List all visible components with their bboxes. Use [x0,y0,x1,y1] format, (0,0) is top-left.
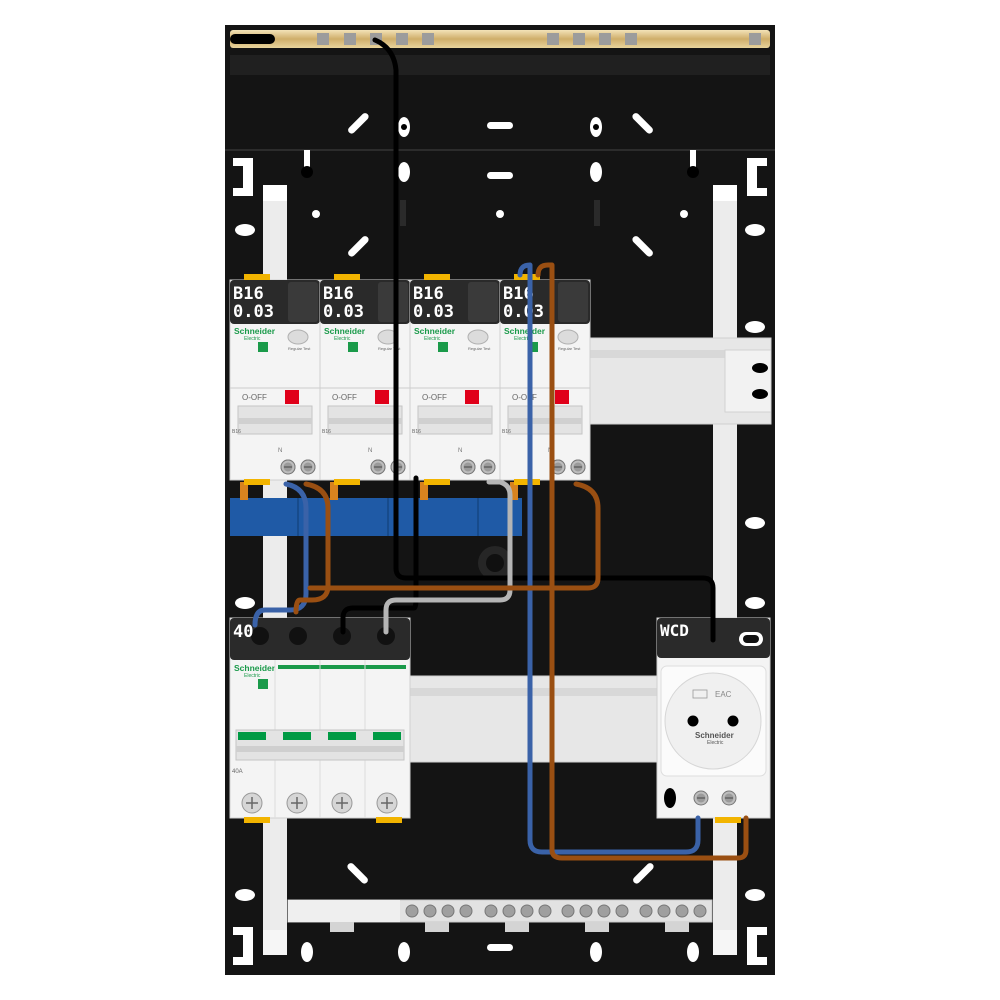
svg-text:N: N [278,448,282,454]
breaker-brand-sub-label: Electric [424,336,441,342]
breaker[interactable]: B16 0.03 Schneider Electric Regular Test… [229,274,321,485]
wire-brown [535,262,749,861]
wire-blue [517,262,701,855]
breaker-test-label: Regular Test [558,346,581,351]
socket-terminal-screw-icon [693,790,709,806]
main-switch-terminal-screws [241,792,398,814]
enclosure-pins [301,124,699,226]
socket-label: WCD [660,621,689,640]
breaker-logo-icon [348,342,358,352]
main-switch-brand-label: Schneider [234,663,276,673]
breaker-off-label: O-OFF [422,393,447,402]
breaker-sensitivity-label: 0.03 [413,302,454,322]
svg-text:N: N [458,448,462,454]
breaker-test-button[interactable] [287,329,309,345]
main-switch-rating-label: 40 [233,622,253,642]
enclosure-slots [233,113,767,965]
breaker-test-button[interactable] [557,329,579,345]
socket-brand-sub-label: Electric [707,740,724,746]
breaker-bottom-label: B16 [412,429,421,435]
breaker-test-label: Regular Test [288,346,311,351]
breaker-off-label: O-OFF [242,393,267,402]
breaker-bottom-label: B16 [502,429,511,435]
breaker-rating-label: B16 [323,284,354,304]
breaker-status-indicator [285,390,299,404]
cable-grommet [478,546,512,580]
breaker-brand-label: Schneider [414,326,456,336]
breaker-brand-sub-label: Electric [514,336,531,342]
main-switch-brand-sub-label: Electric [244,673,261,679]
breaker-bottom-label: B16 [232,429,241,435]
main-switch-toggles[interactable] [235,729,405,761]
socket-pin-hole-icon [687,715,699,727]
breaker-test-label: Regular Test [468,346,491,351]
wire-brown [307,481,601,591]
bottom-terminal-strip [287,899,713,932]
main-switch-bottom-label: 40A [232,769,243,775]
breaker-sensitivity-label: 0.03 [503,302,544,322]
busbar-comb [230,482,522,536]
breaker-off-label: O-OFF [332,393,357,402]
breaker-brand-sub-label: Electric [244,336,261,342]
socket-pin-hole-icon [727,715,739,727]
breaker[interactable]: B16 0.03 Schneider Electric Regular Test… [409,274,501,485]
breaker-logo-icon [528,342,538,352]
socket-outlet[interactable] [664,672,762,770]
main-switch-logo-icon [258,679,268,689]
breaker-off-label: O-OFF [512,393,537,402]
top-terminal-bar [230,30,770,48]
breaker-rating-label: B16 [233,284,264,304]
wiring [252,37,749,861]
wire-black [372,37,716,643]
breaker-bottom-label: B16 [322,429,331,435]
breaker-status-indicator [555,390,569,404]
breaker-sensitivity-label: 0.03 [323,302,364,322]
breaker-logo-icon [258,342,268,352]
socket-terminal-screw-icon [721,790,737,806]
breaker-status-indicator [375,390,389,404]
breaker-brand-label: Schneider [234,326,276,336]
wire-brown [293,481,331,615]
breaker-brand-sub-label: Electric [334,336,351,342]
socket-clip-icon [664,788,676,808]
wire-grey [383,479,513,635]
breaker-brand-label: Schneider [504,326,546,336]
breaker-test-label: Regular Test [378,346,401,351]
socket-module[interactable]: WCD EAC Schneider Electric [656,617,771,823]
breaker-rating-label: B16 [503,284,534,304]
svg-text:N: N [368,448,372,454]
breaker-logo-icon [438,342,448,352]
breaker-rating-label: B16 [413,284,444,304]
breaker-brand-label: Schneider [324,326,366,336]
bottom-strip-screws [405,904,707,918]
socket-cert-mark: EAC [715,690,732,699]
main-switch[interactable]: 40 Schneider Electric 40A [229,617,411,823]
breaker[interactable]: B16 0.03 Schneider Electric Regular Test… [319,274,411,485]
wire-blue [252,481,309,628]
breaker[interactable]: B16 0.03 Schneider Electric Regular Test… [499,274,591,485]
breaker-sensitivity-label: 0.03 [233,302,274,322]
breaker-test-button[interactable] [467,329,489,345]
breaker-status-indicator [465,390,479,404]
socket-brand-label: Schneider [695,731,734,740]
